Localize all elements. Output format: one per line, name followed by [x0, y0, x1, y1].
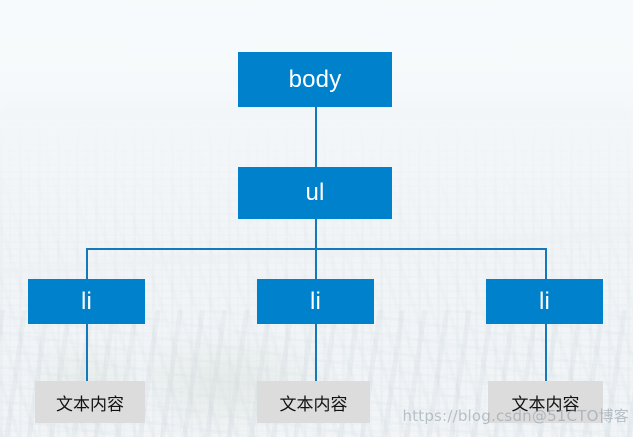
connector-branch-to-li-1 — [86, 248, 88, 279]
node-text-content-1[interactable]: 文本内容 — [35, 381, 145, 423]
node-text-content-2[interactable]: 文本内容 — [257, 381, 370, 423]
node-li-3[interactable]: li — [486, 279, 603, 324]
node-text-content-2-label: 文本内容 — [279, 394, 348, 415]
connector-ul-stem — [315, 219, 317, 249]
node-text-content-3-label: 文本内容 — [511, 394, 580, 415]
node-text-content-1-label: 文本内容 — [56, 394, 124, 415]
connector-li-2-to-text-2 — [315, 324, 317, 381]
node-li-1[interactable]: li — [28, 279, 145, 324]
node-li-2-label: li — [309, 287, 322, 315]
node-body-label: body — [288, 65, 342, 93]
node-ul[interactable]: ul — [238, 167, 392, 219]
connector-li-1-to-text-1 — [86, 324, 88, 381]
node-body[interactable]: body — [238, 52, 392, 107]
node-li-2[interactable]: li — [257, 279, 374, 324]
connector-li-3-to-text-3 — [545, 324, 547, 381]
node-li-3-label: li — [538, 287, 551, 315]
connector-branch-to-li-2 — [315, 248, 317, 279]
connector-body-to-ul — [315, 107, 317, 167]
node-li-1-label: li — [80, 287, 93, 315]
node-text-content-3[interactable]: 文本内容 — [488, 381, 603, 423]
connector-branch-to-li-3 — [545, 248, 547, 279]
node-ul-label: ul — [305, 179, 325, 206]
